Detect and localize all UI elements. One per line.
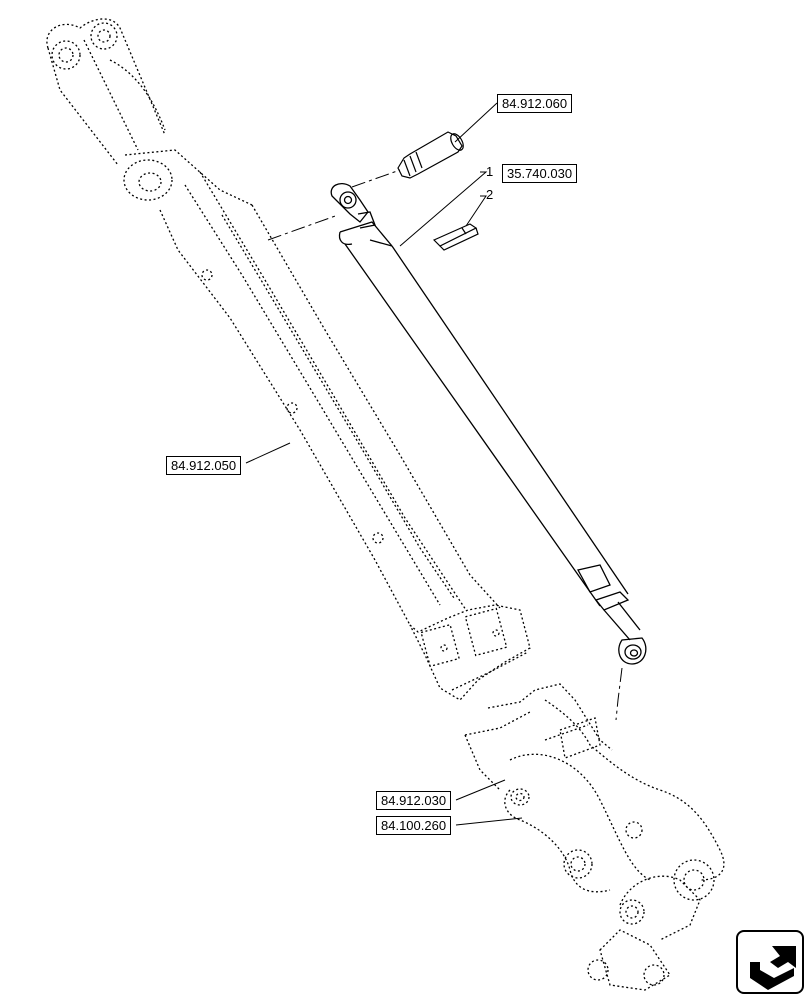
pivot-pin	[397, 131, 464, 179]
retaining-clip	[432, 223, 479, 251]
boom-outline	[46, 18, 531, 701]
leader-lines	[245, 102, 523, 826]
callout-84-912-050[interactable]: 84.912.050	[166, 456, 242, 475]
callout-84-912-030[interactable]: 84.912.030	[376, 791, 452, 810]
return-arrow-icon	[750, 946, 796, 990]
callout-84-100-260[interactable]: 84.100.260	[376, 816, 452, 835]
lower-arm-outline	[464, 683, 725, 991]
return-navigation-button[interactable]	[736, 930, 804, 994]
item-number-1: 1	[486, 164, 494, 179]
hydraulic-cylinder	[330, 182, 647, 665]
alignment-lines	[267, 169, 623, 721]
callout-84-912-060[interactable]: 84.912.060	[497, 94, 573, 113]
item-number-2: 2	[486, 187, 494, 202]
callout-35-740-030[interactable]: 35.740.030	[502, 164, 578, 183]
